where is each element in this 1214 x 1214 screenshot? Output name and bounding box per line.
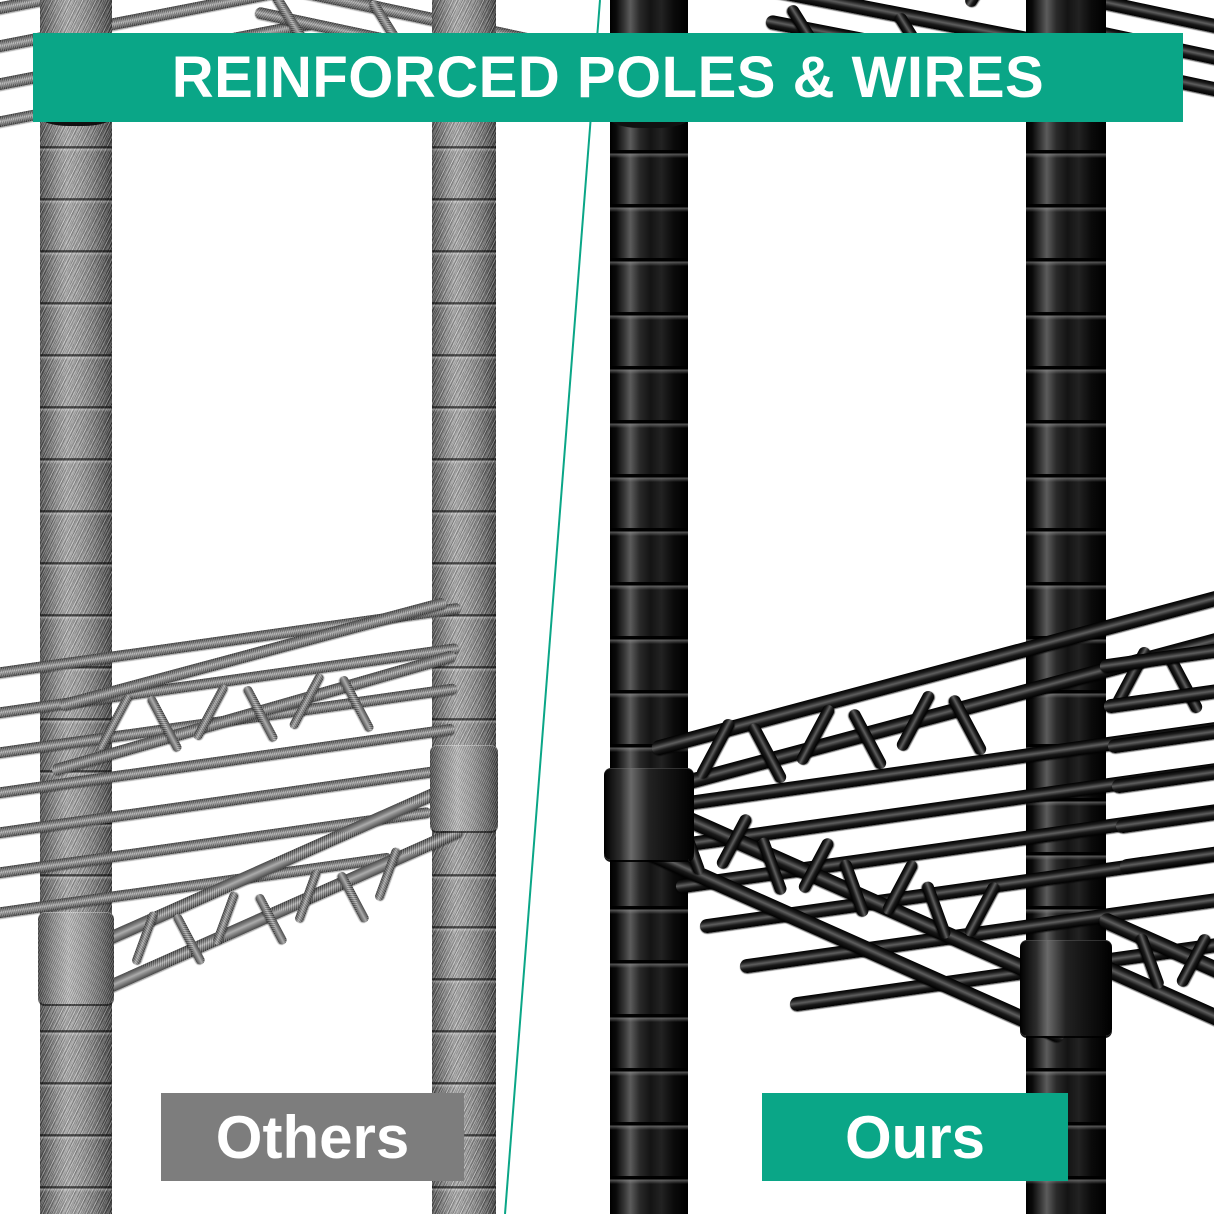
others-front-pole bbox=[40, 0, 112, 1214]
others-label-badge: Others bbox=[161, 1093, 464, 1181]
ours-label-badge: Ours bbox=[762, 1093, 1068, 1181]
ours-front-pole-collar bbox=[604, 768, 694, 860]
ours-label-text: Ours bbox=[844, 1103, 986, 1171]
others-front-pole-collar bbox=[38, 912, 114, 1004]
others-rear-pole-collar bbox=[430, 745, 498, 831]
ours-front-pole bbox=[610, 0, 688, 1214]
headline-text: REINFORCED POLES & WIRES bbox=[171, 45, 1045, 110]
others-label-text: Others bbox=[215, 1103, 410, 1171]
ours-rear-pole-collar bbox=[1020, 940, 1112, 1036]
shelf-truss-diagonal bbox=[962, 0, 1008, 10]
shelf-truss-diagonal bbox=[192, 682, 230, 742]
headline-banner: REINFORCED POLES & WIRES bbox=[33, 33, 1183, 122]
